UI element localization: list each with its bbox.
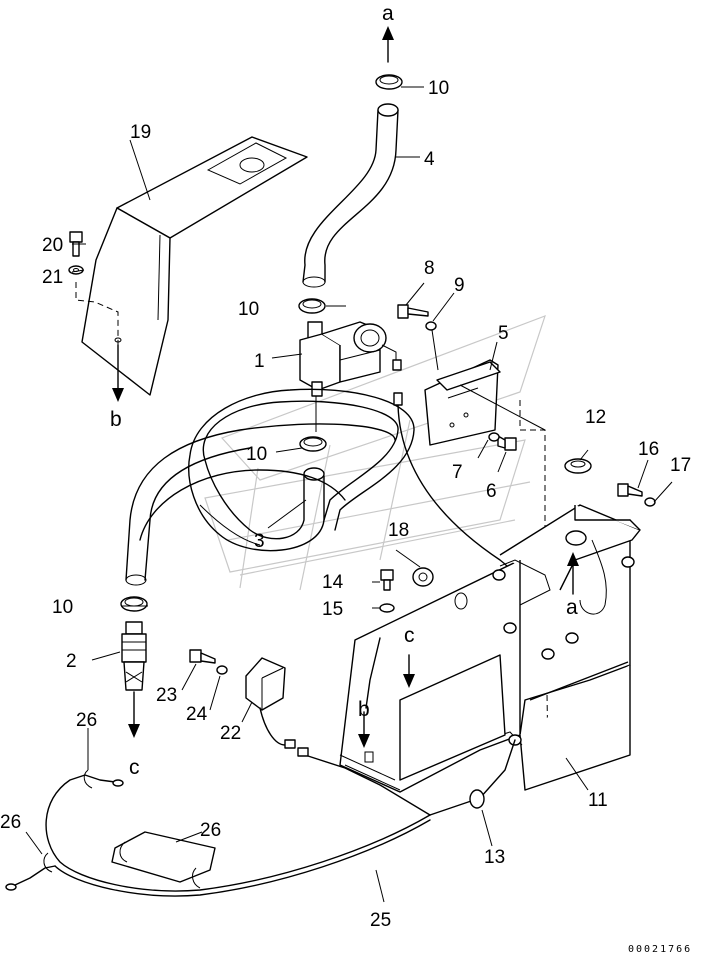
hose-clamp-10-upper [298,298,326,314]
hose-4 [302,103,399,288]
callout-13: 13 [484,847,505,868]
arrow-c-tank [403,674,415,688]
arrow-c-left [128,724,140,738]
solenoid-valve-1 [299,321,402,397]
washer-15 [379,603,395,613]
callout-11: 11 [588,790,608,811]
callout-25: 25 [370,910,391,931]
callout-26-left: 26 [0,812,21,833]
washer-7 [488,432,500,442]
washer-21 [68,265,84,275]
callout-26-top: 26 [76,710,97,731]
callout-6: 6 [486,481,497,502]
callout-2: 2 [66,651,77,672]
callout-22: 22 [220,723,241,744]
bolt-6 [497,435,517,451]
callout-10-mid: 10 [246,444,267,465]
callout-9: 9 [454,275,465,296]
callout-16: 16 [638,439,659,460]
callout-10-lower: 10 [52,597,73,618]
pressure-switch-2 [121,621,147,691]
watermark-logo [204,314,546,591]
washer-17 [644,497,656,507]
mark-c-left: c [129,756,140,779]
bolt-16 [617,483,643,497]
callout-10-upper: 10 [238,299,259,320]
callout-20: 20 [42,235,63,256]
document-number: 00021766 [628,944,692,955]
hose-3 [125,388,415,586]
callout-8: 8 [424,258,435,279]
relay-22 [245,657,309,757]
callout-5: 5 [498,323,509,344]
callout-12: 12 [585,407,606,428]
callout-24: 24 [186,704,208,725]
bracket-19 [81,136,308,396]
arrow-b-bracket [358,734,370,748]
mark-c-tank: c [404,624,415,647]
bolt-20 [69,231,83,257]
mark-a-top: a [382,2,394,25]
callout-7: 7 [452,462,463,483]
callout-15: 15 [322,599,343,620]
washer-9 [425,321,437,331]
harness-25 [5,739,516,897]
callout-23: 23 [156,685,177,706]
washer-24 [216,665,228,675]
bracket-5 [424,359,501,446]
callout-10-top: 10 [428,78,449,99]
callout-1: 1 [254,351,265,372]
mark-b-bracket: b [358,698,370,721]
bolt-23 [189,649,216,664]
callout-4: 4 [424,149,435,170]
hose-clamp-10-lower [120,596,148,612]
callout-21: 21 [42,267,63,288]
callout-14: 14 [322,572,344,593]
leader-lines [25,86,673,903]
callout-18: 18 [388,520,409,541]
filler-gasket-12 [564,458,592,474]
arrow-b-left [112,388,124,402]
callout-3: 3 [254,531,265,552]
grommet-18 [412,567,434,587]
hose-clamp-10-mid [299,436,327,452]
bolt-14 [380,569,394,591]
hose-clamp-10-top [375,74,403,90]
bolt-8 [397,304,429,319]
callout-19: 19 [130,122,151,143]
mark-a-tank: a [566,596,578,619]
mark-b-left: b [110,408,122,431]
callout-17: 17 [670,455,691,476]
arrow-a-tank [567,552,579,566]
tank-11 [339,504,641,793]
arrow-a-top [382,26,394,40]
callout-26-right: 26 [200,820,221,841]
